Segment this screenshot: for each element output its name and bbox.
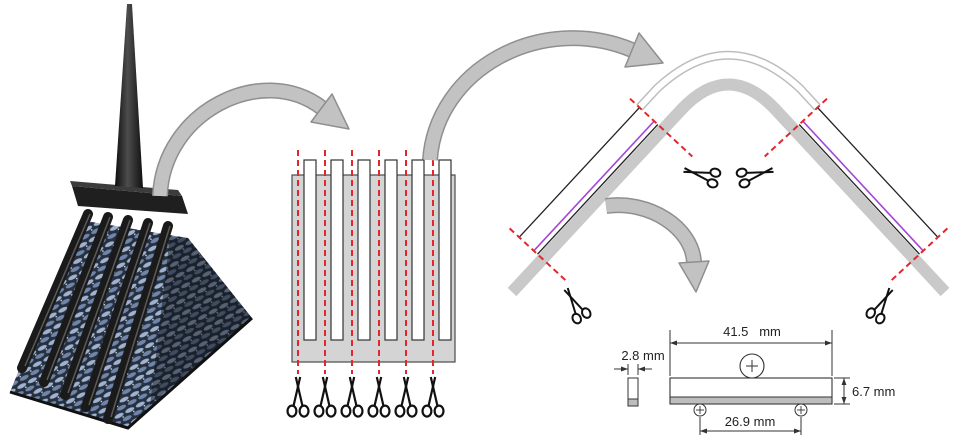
specimen-drawing: 2.8 mm 41.5 mm 6.7 mm [614, 324, 895, 435]
scissors-icon [865, 284, 899, 325]
specimen-beam [670, 378, 832, 404]
process-arrow [430, 33, 663, 160]
process-arrow [606, 205, 709, 292]
length-label: 41.5 mm [723, 324, 781, 339]
loading-nose [740, 354, 764, 378]
slot [331, 160, 343, 340]
scissors-icon [342, 377, 363, 417]
span-label: 26.9 mm [725, 414, 776, 429]
scissors-icon [682, 161, 722, 189]
scissors-row [288, 377, 444, 417]
support-left [694, 404, 706, 416]
slot [358, 160, 370, 340]
thickness-label: 2.8 mm [621, 348, 664, 363]
right-arm [799, 108, 938, 255]
scissors-icon [288, 377, 309, 417]
woven-preform-render [10, 4, 252, 428]
slot [439, 160, 451, 340]
scissors-icon [736, 161, 776, 189]
left-arm [519, 108, 658, 255]
support-right [795, 404, 807, 416]
scissors-icon [558, 284, 592, 325]
slot [412, 160, 424, 340]
height-label: 6.7 mm [852, 384, 895, 399]
fiber-line [803, 121, 923, 251]
slotted-plate [292, 160, 455, 362]
slot [385, 160, 397, 340]
scissors-icon [396, 377, 417, 417]
scissors-icon [423, 377, 444, 417]
fiber-line [534, 121, 654, 251]
sprue-spike [115, 4, 143, 188]
slot [304, 160, 316, 340]
scissors-icon [315, 377, 336, 417]
inner-band [512, 85, 945, 293]
cut-lines-bent [510, 99, 948, 283]
scissors-icon [369, 377, 390, 417]
bent-strip [512, 55, 945, 292]
specimen-cross-section [628, 378, 638, 406]
